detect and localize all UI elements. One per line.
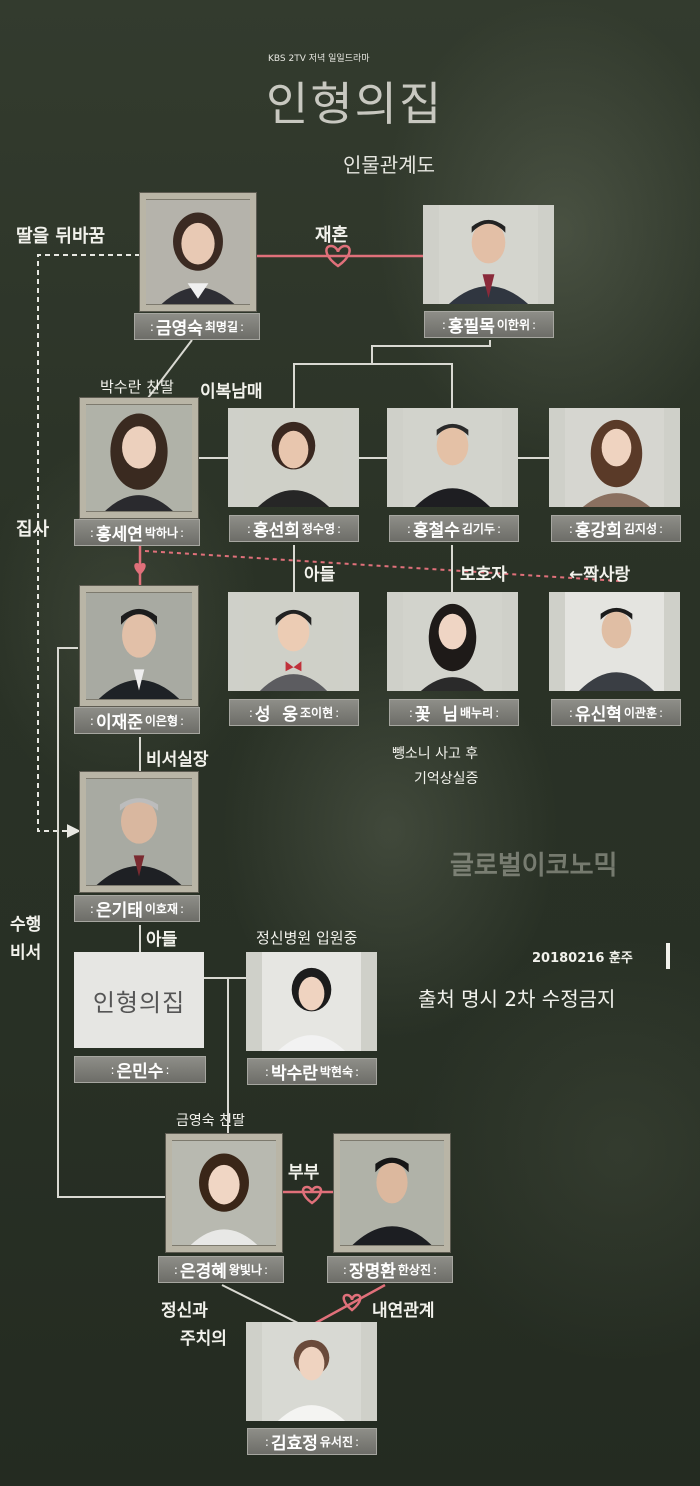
notice-text: 출처 명시 2차 수정금지 [418, 987, 616, 1011]
chart-subtitle: 인물관계도 [343, 153, 435, 177]
relation-chief-secretary: 비서실장 [146, 750, 209, 770]
label-eun-minsu: :은민수: [74, 1056, 206, 1083]
affair-line [311, 1283, 386, 1327]
portrait-lee-jaejun [80, 586, 198, 706]
relation-hit-and-run-2: 기억상실증 [414, 771, 479, 787]
portrait-hong-pilmok [423, 205, 554, 304]
relation-half-siblings: 이복남매 [200, 382, 263, 402]
crush-dashed-line [144, 550, 621, 582]
portrait-hong-seyeon [80, 398, 198, 518]
heart-icon [325, 244, 351, 268]
relation-suran-daughter: 박수란 친딸 [100, 378, 174, 396]
broadcaster-text: KBS 2TV 저녁 일일드라마 [268, 54, 370, 64]
relation-youngsook-daughter: 금영숙 친딸 [176, 1113, 245, 1129]
heart-icon [342, 1293, 362, 1312]
portrait-eun-gitae [80, 772, 198, 892]
portrait-jang-myunghwan [334, 1134, 450, 1252]
siblings-bracket [293, 363, 453, 408]
relation-escort-1: 수행 [10, 915, 42, 935]
relation-crush: ←짝사랑 [569, 565, 631, 585]
portrait-kkotnim [387, 592, 518, 691]
portrait-hong-sunhee [228, 408, 359, 507]
relation-psychiatrist-2: 주치의 [180, 1329, 227, 1349]
relation-couple: 부부 [288, 1163, 320, 1183]
heart-icon [134, 563, 146, 575]
relation-son-2: 아들 [146, 930, 178, 950]
relation-son-1: 아들 [304, 565, 336, 585]
relation-escort-2: 비서 [10, 943, 42, 963]
relation-guardian: 보호자 [460, 565, 507, 585]
credit-bar [666, 943, 670, 969]
portrait-hong-kanghee [549, 408, 680, 507]
psychiatrist-line [221, 1284, 303, 1326]
drama-title: 인형의집 [266, 77, 444, 131]
heart-icon [301, 1185, 323, 1205]
portrait-geum-youngsook [140, 193, 256, 311]
portrait-yu-sinhyuk [549, 592, 680, 691]
watermark-text: 글로벌이코노믹 [450, 851, 618, 881]
mother-line [147, 339, 193, 399]
relation-swap-daughters: 딸을 뒤바꿈 [16, 226, 106, 247]
portrait-hong-cheolsu [387, 408, 518, 507]
escort-line [57, 647, 166, 1198]
relation-remarriage: 재혼 [315, 225, 349, 246]
portrait-park-suran [246, 952, 377, 1051]
relation-psychiatrist-1: 정신과 [161, 1301, 208, 1321]
portrait-eun-kyunghye [166, 1134, 282, 1252]
relation-butler: 집사 [16, 519, 50, 540]
father-line [371, 340, 491, 364]
relation-in-hospital: 정신병원 입원중 [256, 929, 358, 947]
portrait-seongung [228, 592, 359, 691]
portrait-kim-hyojeong [246, 1322, 377, 1421]
relation-hit-and-run-1: 뺑소니 사고 후 [392, 746, 479, 762]
placeholder-logo: 인형의집 [74, 952, 204, 1048]
relation-affair: 내연관계 [372, 1301, 435, 1321]
credit-text: 20180216 훈주 [532, 951, 633, 966]
